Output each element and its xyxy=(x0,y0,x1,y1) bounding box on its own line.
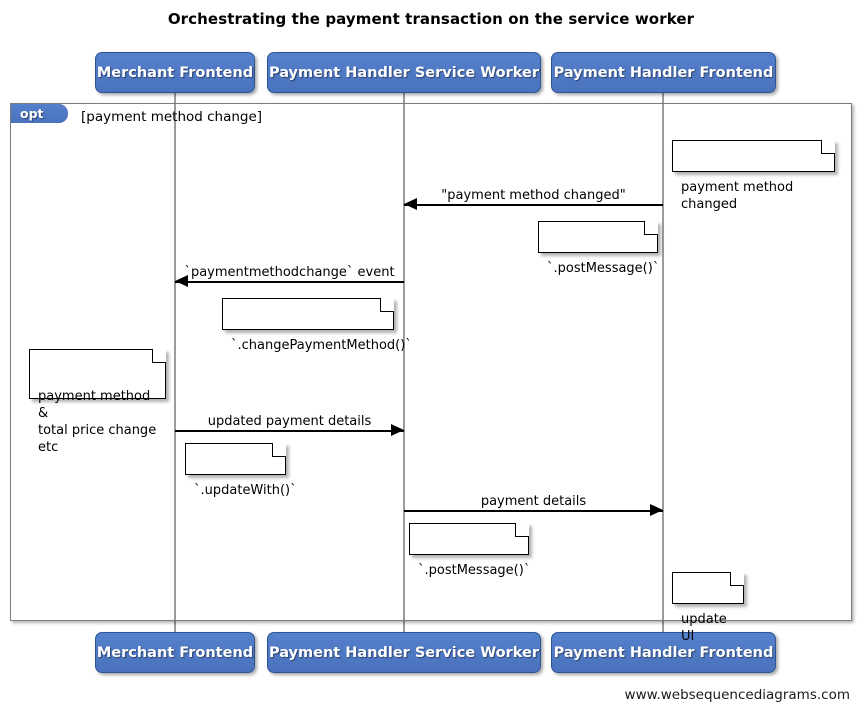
note-fold-icon xyxy=(272,442,286,457)
message-arrowhead-payment-details xyxy=(650,504,663,516)
note-text: payment method changed xyxy=(681,180,794,212)
note-fold-icon xyxy=(644,220,658,235)
note-change-payment-method: `.changePaymentMethod()` xyxy=(222,297,412,353)
participant-top-merchant-frontend[interactable]: Merchant Frontend xyxy=(95,52,255,93)
lifeline-merchant-frontend xyxy=(174,93,176,632)
fragment-opt-tab: opt xyxy=(11,104,68,123)
diagram-title: Orchestrating the payment transaction on… xyxy=(167,10,695,28)
participant-label: Payment Handler Service Worker xyxy=(268,644,540,661)
message-label-updated-payment-details: updated payment details xyxy=(207,414,372,429)
lifeline-payment-handler-frontend xyxy=(662,93,664,632)
note-fold-icon xyxy=(152,348,166,363)
note-fold-icon xyxy=(515,522,529,537)
footer-credit: www.websequencediagrams.com xyxy=(624,687,850,703)
message-line-updated-payment-details xyxy=(175,430,404,432)
note-text: `.updateWith()` xyxy=(194,483,297,498)
participant-label: Merchant Frontend xyxy=(96,644,254,661)
note-text: update UI xyxy=(681,612,727,644)
note-text: `.postMessage()` xyxy=(547,261,660,276)
note-post-message-lower: `.postMessage()` xyxy=(409,522,530,578)
participant-top-payment-handler-frontend[interactable]: Payment Handler Frontend xyxy=(551,52,776,93)
note-fold-icon xyxy=(730,571,744,586)
fragment-opt-box xyxy=(10,103,852,621)
participant-top-payment-handler-service-worker[interactable]: Payment Handler Service Worker xyxy=(267,52,541,93)
note-post-message-upper: `.postMessage()` xyxy=(538,220,659,276)
note-fold-icon xyxy=(821,139,835,154)
participant-bottom-payment-handler-frontend[interactable]: Payment Handler Frontend xyxy=(551,632,776,673)
message-arrowhead-paymentmethodchange-event xyxy=(175,275,188,287)
fragment-opt-label: opt xyxy=(20,106,44,121)
note-update-with: `.updateWith()` xyxy=(185,442,297,498)
message-label-payment-method-changed: "payment method changed" xyxy=(441,188,626,203)
note-update-ui: update UI xyxy=(672,571,744,644)
note-text: payment method & total price change etc xyxy=(38,389,157,455)
note-text: `.postMessage()` xyxy=(418,563,531,578)
message-line-payment-details xyxy=(404,510,663,512)
message-label-payment-details: payment details xyxy=(480,494,587,509)
note-text: `.changePaymentMethod()` xyxy=(231,338,412,353)
participant-label: Merchant Frontend xyxy=(96,64,254,81)
message-line-payment-method-changed xyxy=(404,204,663,206)
participant-label: Payment Handler Service Worker xyxy=(268,64,540,81)
note-payment-method-and-total-price-change: payment method & total price change etc xyxy=(29,348,166,455)
note-fold-icon xyxy=(380,297,394,312)
participant-bottom-merchant-frontend[interactable]: Merchant Frontend xyxy=(95,632,255,673)
message-line-paymentmethodchange-event xyxy=(175,281,404,283)
participant-label: Payment Handler Frontend xyxy=(553,64,774,81)
message-arrowhead-updated-payment-details xyxy=(391,424,404,436)
participant-label: Payment Handler Frontend xyxy=(553,644,774,661)
fragment-opt-guard: [payment method change] xyxy=(81,109,263,125)
message-label-paymentmethodchange-event: `paymentmethodchange` event xyxy=(184,265,395,280)
lifeline-payment-handler-service-worker xyxy=(403,93,405,632)
note-payment-method-changed: payment method changed xyxy=(672,139,835,212)
participant-bottom-payment-handler-service-worker[interactable]: Payment Handler Service Worker xyxy=(267,632,541,673)
message-arrowhead-payment-method-changed xyxy=(404,198,417,210)
